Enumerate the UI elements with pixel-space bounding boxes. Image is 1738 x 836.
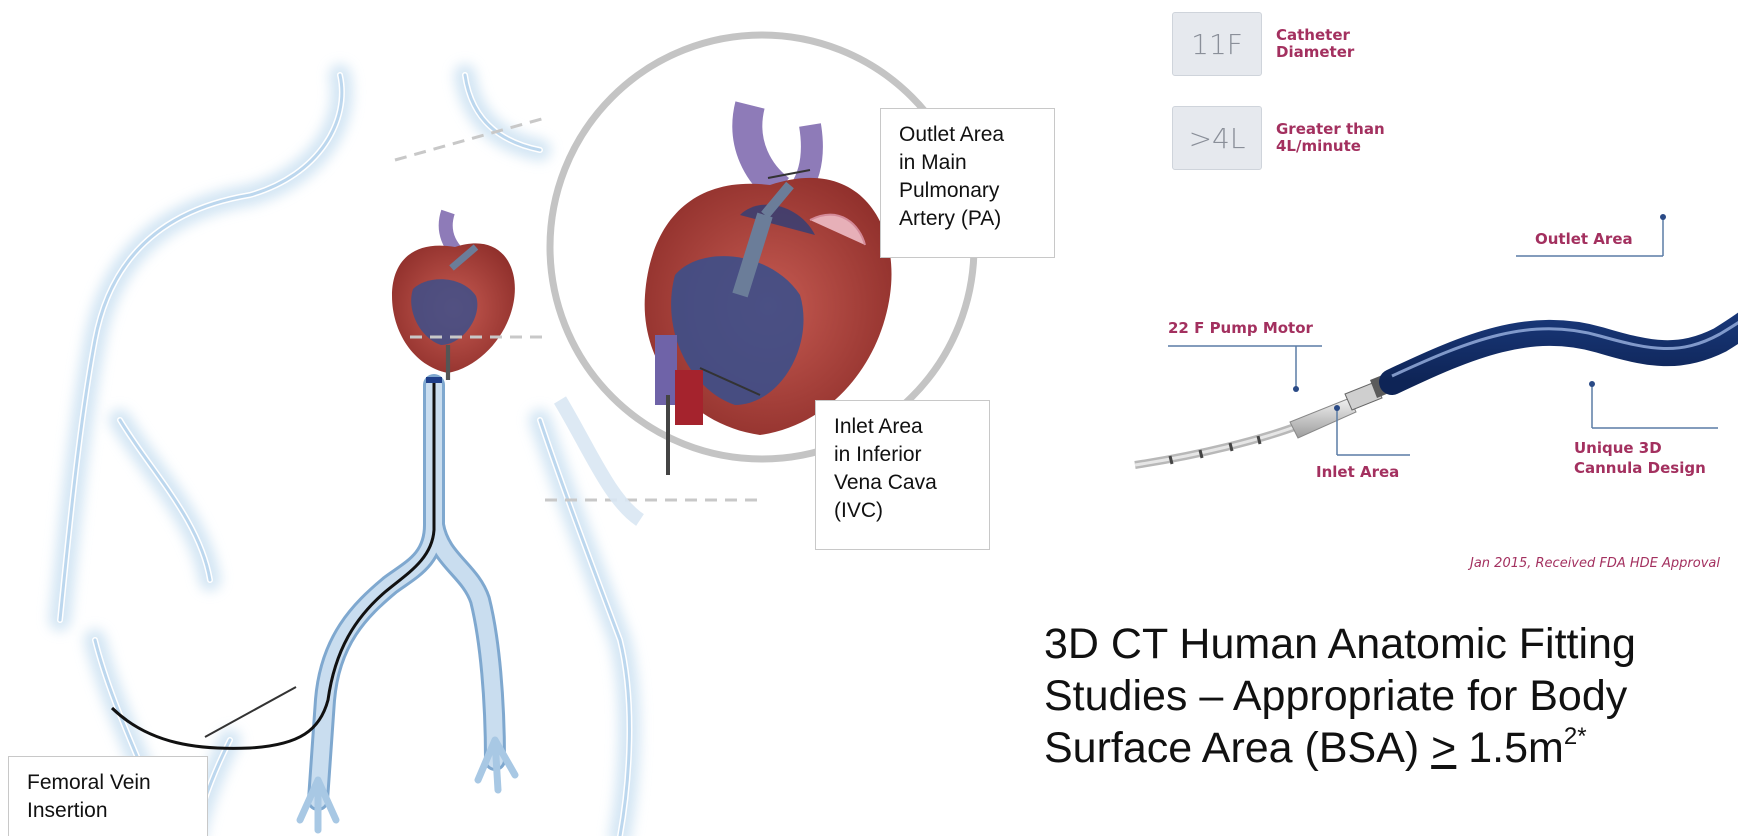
headline: 3D CT Human Anatomic Fitting Studies – A… xyxy=(1044,618,1636,774)
cannula-label: Unique 3D Cannula Design xyxy=(1574,438,1706,478)
pump-motor xyxy=(1290,398,1356,438)
inlet-area-label: Inlet Area xyxy=(1316,462,1399,482)
headline-superscript: 2* xyxy=(1564,723,1587,750)
greater-equal-symbol: > xyxy=(1431,724,1456,772)
headline-line: Studies – Appropriate for Body xyxy=(1044,670,1636,722)
outlet-area-label: Outlet Area xyxy=(1535,229,1633,249)
headline-line: Surface Area (BSA) > 1.5m2* xyxy=(1044,722,1636,774)
headline-line: 3D CT Human Anatomic Fitting xyxy=(1044,618,1636,670)
catheter-tail xyxy=(1135,425,1300,465)
headline-prefix: Surface Area (BSA) xyxy=(1044,724,1431,772)
pump-motor-label: 22 F Pump Motor xyxy=(1168,318,1313,338)
headline-value: 1.5m xyxy=(1456,724,1564,772)
cannula-label-line: Unique 3D xyxy=(1574,438,1706,458)
cannula-label-line: Cannula Design xyxy=(1574,458,1706,478)
approval-note: Jan 2015, Received FDA HDE Approval xyxy=(1470,556,1720,571)
